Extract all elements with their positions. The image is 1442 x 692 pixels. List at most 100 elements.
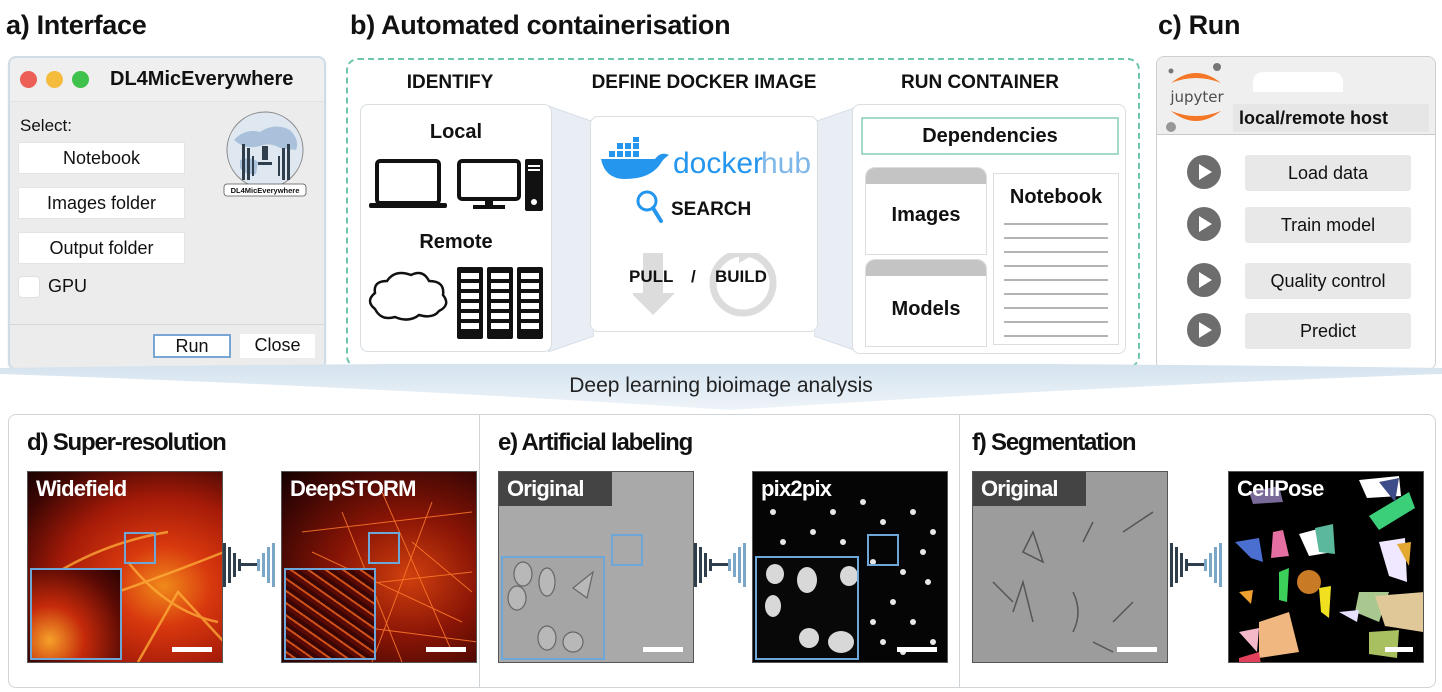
gpu-label: GPU	[48, 276, 88, 296]
jupyter-window: jupyter local/remote host Load data Trai…	[1156, 56, 1436, 370]
laptop-icon	[369, 159, 447, 208]
define-docker-card: docker hub SEARCH PULL / BUILD	[590, 116, 818, 332]
dl4mic-window: DL4MicEverywhere Select: Notebook Images…	[8, 56, 326, 370]
play-icon[interactable]	[1187, 155, 1221, 189]
folder-tab	[866, 260, 986, 276]
logo-text: DL4MicEverywhere	[231, 186, 300, 195]
original-brightfield-image: Original	[498, 471, 694, 663]
roi-box	[124, 532, 156, 564]
connector-identify-define	[548, 105, 594, 353]
docker-hub-logo: docker hub	[601, 137, 811, 180]
scale-bar	[897, 647, 937, 652]
window-title: DL4MicEverywhere	[110, 68, 294, 90]
window-titlebar: DL4MicEverywhere	[10, 58, 324, 102]
host-address-bar[interactable]: local/remote host	[1233, 104, 1429, 132]
cells-inset	[507, 561, 594, 653]
jupyter-header: jupyter local/remote host	[1157, 57, 1435, 135]
jupyter-logo-icon: jupyter	[1166, 63, 1225, 132]
folder-tab	[866, 168, 986, 184]
neural-network-icon	[694, 543, 746, 587]
neural-network-icon	[1170, 543, 1222, 587]
minimize-window-dot[interactable]	[46, 71, 63, 88]
notebook-lines	[1004, 223, 1108, 337]
original-phase-image: Original	[972, 471, 1168, 663]
zoom-inset	[30, 568, 122, 660]
scale-bar	[1117, 647, 1157, 652]
pull-build-graphic	[633, 253, 777, 317]
predict-cell[interactable]: Predict	[1245, 313, 1411, 349]
widefield-label: Widefield	[36, 476, 127, 501]
scale-bar	[426, 647, 466, 652]
run-button[interactable]: Run	[153, 334, 231, 358]
build-cycle-icon	[709, 253, 777, 317]
browser-tab[interactable]	[1253, 72, 1343, 92]
pull-label: PULL	[629, 267, 674, 286]
run-container-card: Dependencies Images Models Notebook	[852, 104, 1126, 354]
build-label: BUILD	[715, 267, 767, 286]
play-icon[interactable]	[1187, 313, 1221, 347]
scale-bar	[172, 647, 212, 652]
notebook-cell-predict: Predict	[1187, 313, 1417, 349]
notebook-label: Notebook	[1009, 186, 1103, 208]
play-icon[interactable]	[1187, 207, 1221, 241]
local-computers-icons	[369, 159, 543, 211]
panel-super-resolution: d) Super-resolution Widefield DeepSTORM	[8, 414, 480, 688]
hub-text: hub	[761, 147, 811, 180]
section-title-run: c) Run	[1158, 10, 1241, 40]
define-docker-image-heading: DEFINE DOCKER IMAGE	[591, 72, 817, 93]
label-background	[499, 472, 612, 506]
section-title-containerisation: b) Automated containerisation	[350, 10, 731, 40]
original-label: Original	[981, 476, 1059, 501]
deepstorm-label: DeepSTORM	[290, 476, 416, 501]
quality-control-cell[interactable]: Quality control	[1245, 263, 1411, 299]
close-button[interactable]: Close	[240, 334, 315, 358]
dl4miceverywhere-logo: DL4MicEverywhere	[223, 111, 307, 197]
cellpose-image: CellPose	[1228, 471, 1424, 663]
notebook-button[interactable]: Notebook	[18, 142, 185, 174]
close-window-dot[interactable]	[20, 71, 37, 88]
pix2pix-image: pix2pix	[752, 471, 948, 663]
maximize-window-dot[interactable]	[72, 71, 89, 88]
panel-title: d) Super-resolution	[27, 429, 227, 456]
connector-define-run	[814, 105, 860, 353]
notebook-cell-train-model: Train model	[1187, 207, 1417, 243]
desktop-icon	[457, 159, 543, 211]
window-footer: Run Close	[10, 324, 324, 368]
widefield-image: Widefield	[27, 471, 223, 663]
slash-label: /	[691, 267, 696, 286]
remote-infrastructure-icons	[368, 267, 543, 339]
original-label: Original	[507, 476, 585, 501]
roi-box	[611, 534, 643, 566]
deepstorm-image: DeepSTORM	[281, 471, 477, 663]
roi-box	[368, 532, 400, 564]
panel-title: e) Artificial labeling	[498, 429, 693, 456]
label-background	[973, 472, 1086, 506]
play-icon[interactable]	[1187, 263, 1221, 297]
funnel-band	[0, 364, 1442, 410]
images-folder: Images	[865, 167, 987, 255]
output-folder-button[interactable]: Output folder	[18, 232, 185, 264]
notebook-cell-load-data: Load data	[1187, 155, 1417, 191]
zoom-inset	[501, 556, 605, 660]
cloud-icon	[368, 271, 448, 321]
panel-segmentation: f) Segmentation Original	[960, 414, 1436, 688]
notebook-document: Notebook	[993, 173, 1119, 345]
select-label: Select:	[20, 116, 72, 135]
search-label: SEARCH	[671, 199, 752, 220]
pix2pix-label: pix2pix	[761, 476, 832, 501]
run-container-heading: RUN CONTAINER	[901, 72, 1059, 93]
models-folder: Models	[865, 259, 987, 347]
identify-card: Local Remote	[360, 104, 552, 352]
cellpose-label: CellPose	[1237, 476, 1324, 501]
section-title-interface: a) Interface	[6, 10, 147, 40]
load-data-cell[interactable]: Load data	[1245, 155, 1411, 191]
zoom-inset	[755, 556, 859, 660]
funnel-label: Deep learning bioimage analysis	[569, 374, 873, 397]
gpu-checkbox[interactable]	[18, 276, 40, 298]
segmentation-masks	[1235, 476, 1423, 662]
local-label: Local	[429, 121, 483, 143]
dependencies-box: Dependencies	[861, 117, 1119, 155]
train-model-cell[interactable]: Train model	[1245, 207, 1411, 243]
models-label: Models	[891, 298, 961, 320]
images-folder-button[interactable]: Images folder	[18, 187, 185, 219]
